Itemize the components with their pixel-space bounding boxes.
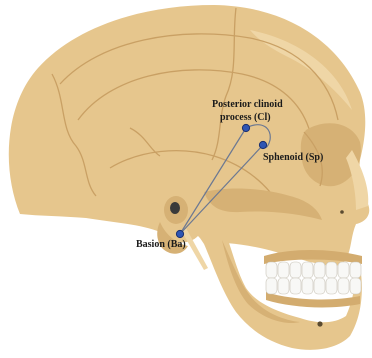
upper-tooth-8 bbox=[350, 262, 361, 278]
clinoid-label-line1: Posterior clinoid bbox=[212, 99, 283, 110]
lower-tooth-4 bbox=[302, 278, 313, 294]
clinoid-landmark bbox=[242, 124, 249, 131]
sphenoid-label: Sphenoid (Sp) bbox=[263, 152, 323, 163]
lower-tooth-8 bbox=[350, 278, 361, 294]
upper-tooth-5 bbox=[314, 262, 325, 278]
upper-tooth-4 bbox=[302, 262, 313, 278]
lower-tooth-3 bbox=[290, 278, 301, 294]
upper-tooth-1 bbox=[266, 262, 277, 278]
upper-tooth-6 bbox=[326, 262, 337, 278]
basion-landmark bbox=[176, 230, 183, 237]
upper-tooth-2 bbox=[278, 262, 289, 278]
zygomatic-foramen bbox=[340, 210, 344, 214]
lower-teeth bbox=[266, 278, 361, 294]
upper-tooth-3 bbox=[290, 262, 301, 278]
basion-label: Basion (Ba) bbox=[136, 239, 186, 250]
mental-foramen bbox=[317, 321, 322, 326]
lower-tooth-7 bbox=[338, 278, 349, 294]
lower-tooth-2 bbox=[278, 278, 289, 294]
lower-tooth-5 bbox=[314, 278, 325, 294]
lower-tooth-1 bbox=[266, 278, 277, 294]
upper-tooth-7 bbox=[338, 262, 349, 278]
sphenoid-landmark bbox=[259, 141, 266, 148]
ear-canal-opening bbox=[170, 202, 180, 214]
upper-teeth bbox=[266, 262, 361, 278]
lower-tooth-6 bbox=[326, 278, 337, 294]
clinoid-label-line2: process (Cl) bbox=[220, 112, 271, 123]
lower-gum bbox=[266, 292, 360, 307]
